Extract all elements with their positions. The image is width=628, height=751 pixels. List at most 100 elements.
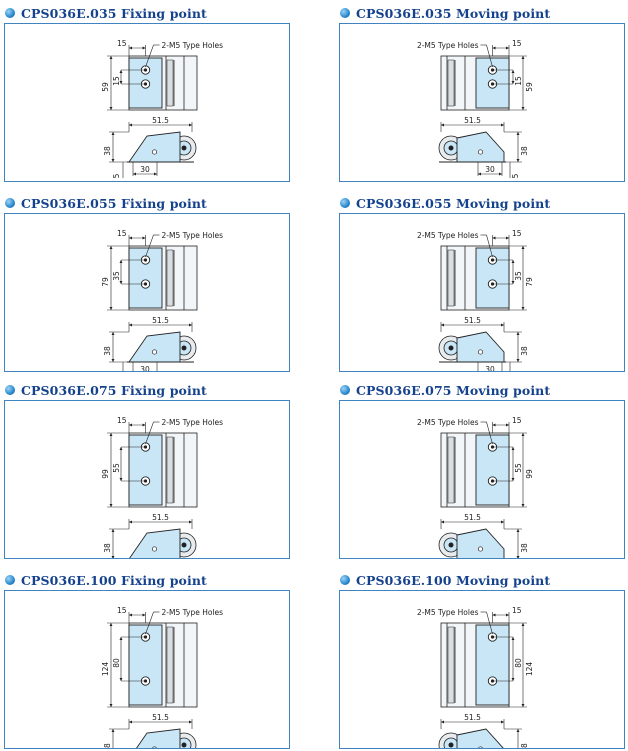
dim-base-width: 30: [485, 165, 495, 174]
dim-base-width-line-arrow-b: [154, 172, 157, 176]
technical-drawing: 15 2-M5 Type Holes 59 15 51.5 38 5 30: [417, 39, 534, 178]
dim-top-offset-line-arrow-b: [142, 423, 146, 427]
mounting-hole-1-center: [490, 445, 495, 449]
dim-base-width: 30: [140, 165, 150, 174]
chain-link-pin: [181, 145, 187, 151]
dim-total-arrow-a: [521, 433, 525, 436]
dim-top-offset-line-arrow-a: [129, 613, 132, 617]
dim-base-offset: 5: [511, 173, 520, 178]
side-bracket: [128, 131, 181, 163]
dim-total-arrow-a: [521, 623, 525, 626]
top-view: [440, 234, 527, 311]
chain-link-pin: [448, 742, 454, 748]
dim-width: 51.5: [152, 513, 169, 522]
dim-height-line-arrow-a: [516, 332, 520, 335]
drawing-frame: 15 2-M5 Type Holes 59 15 51.5 38 5 30: [339, 23, 625, 182]
dim-total-arrow-b: [109, 504, 113, 507]
dim-spacing-arrow-b: [119, 678, 123, 681]
rib-channel: [447, 59, 455, 107]
dim-width-line-arrow-a: [441, 720, 444, 724]
top-view: [440, 44, 527, 111]
dim-total-height: 79: [525, 277, 534, 287]
dim-base-width-line-arrow-b: [499, 172, 502, 176]
dim-top-offset: 15: [117, 39, 127, 48]
mounting-hole-1-center: [490, 258, 495, 262]
drawing-frame: 15 2-M5 Type Holes 79 35 51.5 38 5 30: [4, 213, 290, 372]
dim-height-line-arrow-b: [516, 159, 520, 162]
dim-width-line-arrow-b: [501, 720, 504, 724]
dim-side-height: 38: [520, 543, 529, 553]
dim-top-offset: 15: [117, 606, 127, 615]
dim-hole-spacing: 55: [112, 463, 121, 473]
holes-leader: [486, 234, 493, 258]
bullet-icon: [5, 8, 15, 18]
holes-leader: [145, 421, 154, 445]
panel-title-text: CPS036E.035 Moving point: [356, 5, 551, 21]
dim-top-offset-line-arrow-a: [129, 423, 132, 427]
holes-label: 2-M5 Type Holes: [417, 418, 479, 427]
dim-total-arrow-a: [109, 56, 113, 59]
dim-width-line-arrow-a: [129, 123, 132, 127]
dim-width-line-arrow-a: [129, 520, 132, 524]
holes-label: 2-M5 Type Holes: [417, 231, 479, 240]
dim-spacing-arrow-a: [511, 260, 515, 263]
mounting-hole-2-center: [490, 282, 495, 286]
holes-leader: [145, 234, 154, 258]
panel-title: CPS036E.100 Moving point: [337, 570, 550, 590]
dim-width-line-arrow-b: [189, 323, 192, 327]
side-hole: [152, 746, 157, 748]
side-bracket: [456, 331, 505, 363]
dim-width: 51.5: [152, 116, 169, 125]
panel-title-text: CPS036E.035 Fixing point: [21, 5, 207, 21]
technical-drawing: 15 2-M5 Type Holes 124 80 51.5 38 5 30: [417, 606, 534, 748]
holes-label: 2-M5 Type Holes: [417, 41, 479, 50]
dim-hole-spacing: 35: [514, 271, 523, 281]
dim-height-line-arrow-a: [516, 132, 520, 135]
side-bracket: [128, 331, 181, 363]
bullet-icon: [340, 8, 350, 18]
holes-leader: [486, 611, 493, 635]
dim-top-offset-line-arrow-a: [492, 236, 496, 240]
side-hole: [477, 349, 484, 355]
rib-channel: [447, 436, 455, 504]
chain-link-pin: [181, 742, 187, 748]
dim-height-line-arrow-b: [516, 556, 520, 558]
dim-hole-spacing: 15: [514, 76, 523, 86]
rib-channel: [447, 626, 455, 704]
side-hole: [477, 546, 484, 552]
side-hole: [151, 546, 158, 552]
chain-link-pin: [448, 145, 454, 151]
bullet-icon: [5, 385, 15, 395]
dim-width-line-arrow-a: [441, 123, 444, 127]
side-view: [109, 719, 197, 748]
dim-height-line-arrow-a: [111, 132, 115, 135]
dim-hole-spacing: 55: [514, 463, 523, 473]
dim-height-line-arrow-a: [516, 529, 520, 532]
mounting-hole-1-center: [490, 635, 495, 639]
chain-link-pin: [181, 542, 187, 548]
technical-drawing: 15 2-M5 Type Holes 79 35 51.5 38 5 30: [101, 229, 224, 371]
panel-title: CPS036E.075 Fixing point: [2, 380, 207, 400]
dim-top-offset-line-arrow-b: [506, 613, 509, 617]
dim-hole-spacing: 15: [112, 76, 121, 86]
dim-top-offset-line-arrow-a: [492, 423, 496, 427]
dim-spacing-arrow-a: [119, 447, 123, 450]
mounting-hole-2-center: [490, 82, 495, 86]
dim-total-arrow-b: [109, 107, 113, 110]
side-view: [438, 122, 522, 178]
dim-height-line-arrow-b: [111, 556, 115, 558]
dim-side-height: 38: [520, 743, 529, 748]
dim-top-offset: 15: [512, 229, 522, 238]
dim-hole-spacing: 80: [514, 658, 523, 668]
bullet-icon: [340, 198, 350, 208]
dim-width: 51.5: [152, 316, 169, 325]
dim-height-line-arrow-a: [111, 729, 115, 732]
panel-title: CPS036E.100 Fixing point: [2, 570, 207, 590]
dim-width-line-arrow-a: [129, 323, 132, 327]
technical-drawing: 15 2-M5 Type Holes 99 55 51.5 38 5 30: [101, 416, 223, 558]
holes-label: 2-M5 Type Holes: [162, 231, 224, 240]
dim-top-offset-line-arrow-b: [506, 46, 509, 50]
dim-height-line-arrow-a: [111, 332, 115, 335]
dim-height-line-arrow-a: [516, 729, 520, 732]
mounting-hole-2-center: [490, 479, 495, 483]
